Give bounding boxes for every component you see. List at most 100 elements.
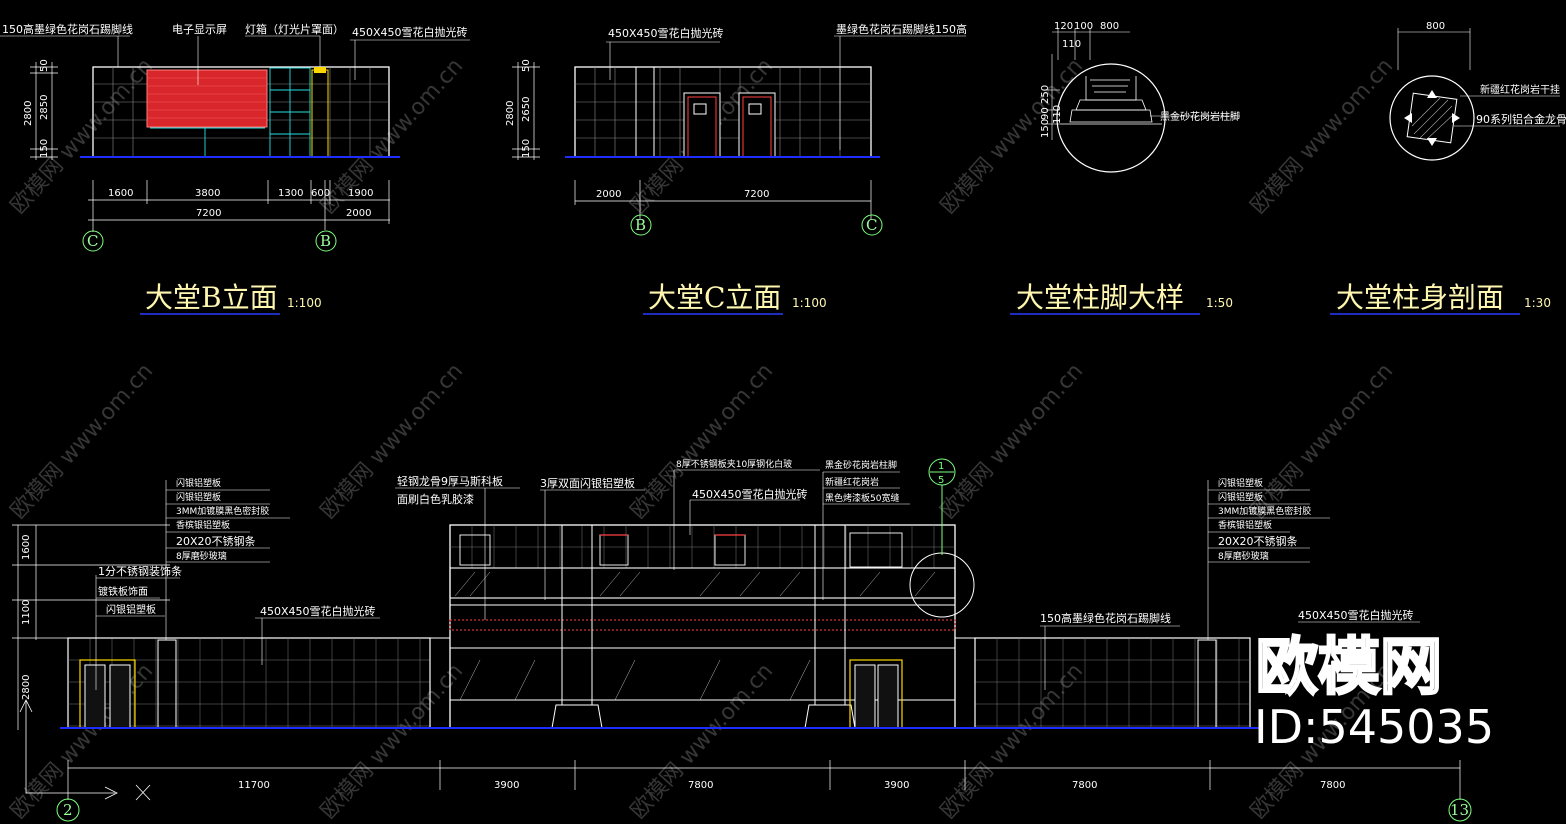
b-hdim-2000: 2000	[346, 208, 371, 219]
scale-column-section: 1:30	[1524, 296, 1551, 310]
b-tile-grid	[93, 67, 389, 157]
left-field-label: 450X450雪花白抛光砖	[260, 604, 376, 618]
right-top-label-3: 3MM加镀膜黑色密封胶	[1218, 505, 1311, 517]
c-vdim-50: 50	[521, 59, 532, 72]
base-dim-100: 100	[1074, 21, 1093, 32]
right-top-label-2: 闪银铝塑板	[1218, 491, 1263, 503]
b-axis-b: B	[320, 232, 331, 250]
left-top-label-6: 8厚磨砂玻璃	[176, 550, 227, 562]
b-elevation: 150 2850 2800 50 1600 3800 1300 600 1900…	[0, 22, 470, 252]
left-top-label-3: 3MM加镀膜黑色密封胶	[176, 505, 269, 517]
c-vdim-2800: 2800	[505, 101, 516, 126]
c-door-right	[738, 92, 776, 158]
right-field-label-2: 450X450雪花白抛光砖	[1298, 608, 1414, 622]
callout-number-bottom: 5	[938, 475, 944, 486]
main-hdim-7800a: 7800	[688, 780, 713, 791]
c-label-tile: 450X450雪花白抛光砖	[608, 26, 724, 40]
base-label: 黑金砂花岗岩柱脚	[1160, 110, 1240, 123]
c-axis-c: C	[866, 216, 877, 234]
c-hdim-7200: 7200	[744, 189, 769, 200]
b-hdim-600: 600	[311, 188, 330, 199]
column-section-detail: 800 新疆红花岗岩干挂 90系列铝合金龙骨	[1389, 21, 1566, 161]
left-top-label-5: 20X20不锈钢条	[176, 534, 256, 548]
main-elevation: 1 5 2800 1100 1600 11700 3900 7800 3900 …	[12, 458, 1472, 822]
center-label-joint: 黑色烤漆板50宽缝	[825, 492, 899, 504]
base-dim-150: 150	[1040, 119, 1051, 138]
c-axis-b: B	[635, 216, 646, 234]
section-label-granite: 新疆红花岗岩干挂	[1480, 83, 1560, 96]
main-hdim-7800b: 7800	[1072, 780, 1097, 791]
center-label-panel: 3厚双面闪银铝塑板	[540, 476, 635, 490]
section-dim-800: 800	[1426, 21, 1445, 32]
center-label-glass: 8厚不锈钢板夹10厚钢化白玻	[676, 458, 792, 470]
base-dim-110: 110	[1062, 39, 1081, 50]
left-top-label-4: 香槟银铝塑板	[176, 519, 230, 531]
base-dim-120: 120	[1054, 21, 1073, 32]
b-vdim-2800: 2800	[23, 101, 34, 126]
watermark-text: 欧模网 www.om.cn	[626, 659, 778, 824]
callout-number-top: 1	[938, 461, 944, 472]
watermark-layer: 欧模网 www.om.cn 欧模网 www.om.cn 欧模网 www.om.cn 欧…	[6, 54, 1398, 824]
watermark-text: 欧模网 www.om.cn	[6, 359, 158, 524]
c-door-left	[683, 92, 721, 158]
watermark-logo: 欧模网	[1256, 630, 1442, 703]
column-base-detail: 120 100 800 110 150 90 250 110 黑金砂花岗岩柱脚	[1040, 21, 1240, 173]
right-top-label-6: 8厚磨砂玻璃	[1218, 550, 1269, 562]
title-b-elevation: 大堂B立面	[145, 281, 278, 314]
main-hdim-3900a: 3900	[494, 780, 519, 791]
watermark-text: 欧模网 www.om.cn	[316, 54, 468, 219]
main-hdim-3900b: 3900	[884, 780, 909, 791]
b-vdim-2850: 2850	[39, 95, 50, 120]
center-label-base: 黑金砂花岗岩柱脚	[825, 459, 897, 471]
left-label-iron: 镀铁板饰面	[98, 585, 148, 598]
left-label-strip: 1分不锈钢装饰条	[98, 564, 182, 578]
b-label-tile: 450X450雪花白抛光砖	[352, 25, 468, 39]
main-vdim-1100: 1100	[21, 600, 32, 625]
main-vdim-2800: 2800	[21, 675, 32, 700]
title-c-elevation: 大堂C立面	[648, 281, 781, 314]
c-label-skirting: 墨绿色花岗石踢脚线150高	[836, 22, 967, 36]
b-label-lightbox: 灯箱（灯光片罩面）	[245, 22, 344, 36]
watermark-id: ID:545035	[1254, 700, 1494, 754]
right-top-label-1: 闪银铝塑板	[1218, 477, 1263, 489]
center-label-granite: 新疆红花岗岩	[825, 476, 879, 488]
b-hdim-7200: 7200	[196, 208, 221, 219]
electronic-screen	[146, 69, 268, 128]
b-hdim-1300: 1300	[278, 188, 303, 199]
right-field-label: 150高墨绿色花岗石踢脚线	[1040, 611, 1171, 625]
base-dim-110b: 110	[1052, 105, 1063, 124]
watermark-text: 欧模网 www.om.cn	[6, 54, 158, 219]
b-hdim-1600: 1600	[108, 188, 133, 199]
c-elevation: 150 2650 2800 50 2000 7200 B C 450X450雪花…	[505, 22, 967, 236]
watermark-text: 欧模网 www.om.cn	[936, 359, 1088, 524]
main-hdim-7800c: 7800	[1320, 780, 1345, 791]
center-label-paint: 面刷白色乳胶漆	[397, 492, 474, 506]
brand-watermark: 欧模网 ID:545035	[1254, 629, 1494, 754]
title-column-base: 大堂柱脚大样	[1016, 281, 1184, 314]
watermark-text: 欧模网 www.om.cn	[316, 659, 468, 824]
b-axis-c: C	[87, 232, 98, 250]
scale-b: 1:100	[287, 296, 322, 310]
main-axis-2: 2	[63, 801, 73, 819]
ucs-icon	[19, 699, 151, 801]
b-label-skirting: 150高墨绿色花岗石踢脚线	[2, 22, 133, 36]
scale-column-base: 1:50	[1206, 296, 1233, 310]
b-hdim-1900: 1900	[348, 188, 373, 199]
c-vdim-150: 150	[521, 139, 532, 158]
main-hdim-11700: 11700	[238, 780, 270, 791]
left-top-label-2: 闪银铝塑板	[176, 491, 221, 503]
main-axis-13: 13	[1450, 801, 1469, 819]
watermark-text: 欧模网 www.om.cn	[1246, 54, 1398, 219]
scale-c: 1:100	[792, 296, 827, 310]
base-dim-250: 250	[1040, 85, 1051, 104]
b-vdim-150: 150	[39, 139, 50, 158]
granite-columns	[551, 524, 856, 729]
right-top-label-4: 香槟银铝塑板	[1218, 519, 1272, 531]
center-label-keel: 轻钢龙骨9厚马斯科板	[397, 474, 503, 488]
watermark-text: 欧模网 www.om.cn	[936, 54, 1088, 219]
watermark-text: 欧模网 www.om.cn	[1246, 359, 1398, 524]
c-hdim-2000: 2000	[596, 189, 621, 200]
left-top-label-1: 闪银铝塑板	[176, 477, 221, 489]
center-label-tile: 450X450雪花白抛光砖	[692, 487, 808, 501]
